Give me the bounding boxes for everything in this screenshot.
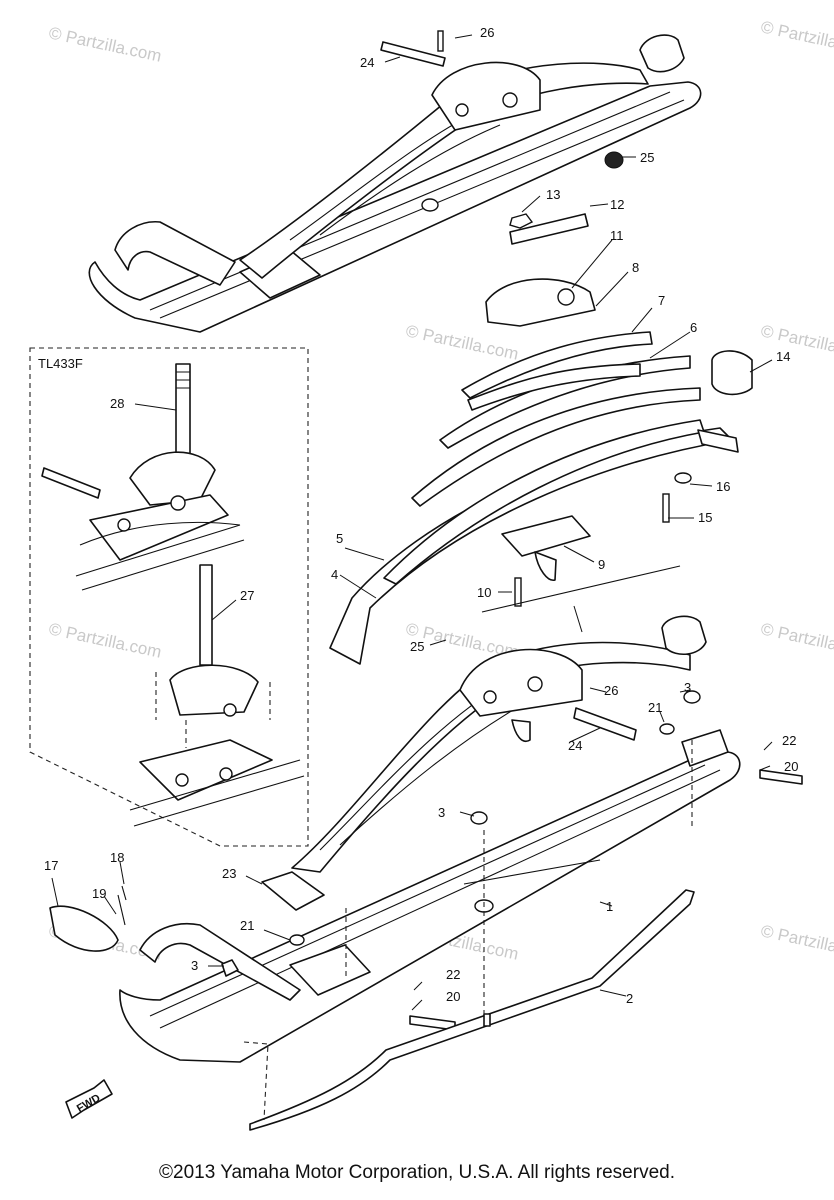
callout-number: 25 [410, 639, 424, 654]
callout-number: 15 [698, 510, 712, 525]
inset-detail [29, 347, 309, 847]
callout-number: 11 [610, 228, 624, 243]
callout-number: 8 [632, 260, 639, 275]
callout-number: 3 [438, 805, 445, 820]
callout-number: 26 [604, 683, 618, 698]
callout-number: 5 [336, 531, 343, 546]
watermark-text: © Partzilla.com [759, 921, 834, 963]
callout-number: 20 [784, 759, 798, 774]
callout-number: 24 [568, 738, 582, 753]
watermark-text: © Partzilla.com [759, 17, 834, 59]
callout-number: 3 [191, 958, 198, 973]
callout-number: 3 [684, 680, 691, 695]
watermark-text: © Partzilla.com [759, 321, 834, 363]
leader-lines [51, 34, 773, 1011]
exploded-springs [329, 213, 753, 665]
inset-code: TL433F [38, 356, 83, 371]
callout-number: 4 [331, 567, 338, 582]
callout-number: 21 [648, 700, 662, 715]
watermark-text: © Partzilla.com [47, 23, 163, 65]
upper-ski-assembly [88, 30, 702, 333]
callout-number: 9 [598, 557, 605, 572]
callout-number: 24 [360, 55, 374, 70]
lower-ski-assembly [49, 615, 803, 1131]
callout-number: 13 [546, 187, 560, 202]
callout-number: 28 [110, 396, 124, 411]
watermark-text: © Partzilla.com [759, 619, 834, 661]
copyright-notice: ©2013 Yamaha Motor Corporation, U.S.A. A… [159, 1162, 675, 1183]
watermark-text: © Partzilla.com [404, 321, 520, 363]
callout-number: 16 [716, 479, 730, 494]
callouts: 1 2 3 3 3 4 5 6 7 8 9 10 11 12 13 14 15 … [38, 25, 798, 1115]
callout-number: 6 [690, 320, 697, 335]
callout-number: 1 [606, 899, 613, 914]
callout-number: 26 [480, 25, 494, 40]
callout-number: 19 [92, 886, 106, 901]
callout-number: 23 [222, 866, 236, 881]
callout-number: 17 [44, 858, 58, 873]
callout-number: 10 [477, 585, 491, 600]
callout-number: 20 [446, 989, 460, 1004]
parts-diagram: © Partzilla.com © Partzilla.com © Partzi… [29, 17, 834, 1131]
callout-number: 27 [240, 588, 254, 603]
callout-number: 18 [110, 850, 124, 865]
callout-number: 2 [626, 991, 633, 1006]
callout-number: 7 [658, 293, 665, 308]
callout-number: 12 [610, 197, 624, 212]
callout-number: 25 [640, 150, 654, 165]
callout-number: 21 [240, 918, 254, 933]
callout-number: 22 [782, 733, 796, 748]
callout-number: 22 [446, 967, 460, 982]
watermark-text: © Partzilla.com [47, 619, 163, 661]
callout-number: 14 [776, 349, 790, 364]
